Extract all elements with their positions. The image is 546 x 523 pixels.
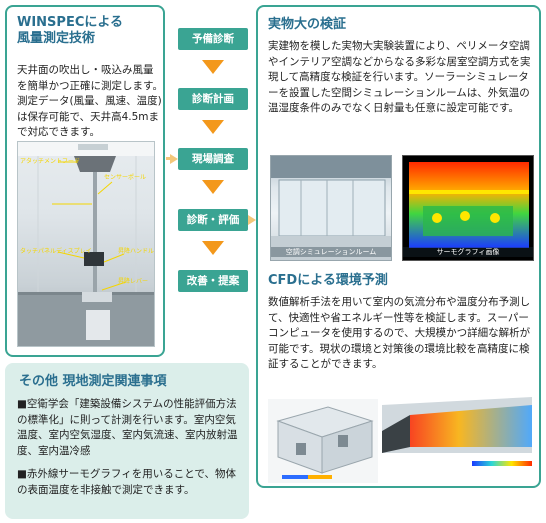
- thermography-caption: サーモグラフィ画像: [403, 247, 533, 257]
- thermography-illustration: [409, 162, 529, 248]
- flow-arrow-2: [202, 120, 224, 134]
- cfd-description: 数値解析手法を用いて室内の気流分布や温度分布予測して、快適性や省エネルギー性等を…: [268, 296, 531, 370]
- label-attachment-hood: アタッチメントフード: [20, 158, 81, 165]
- step-diagnosis-plan: 診断計画: [178, 88, 248, 110]
- flow-arrow-4: [202, 241, 224, 255]
- label-lift-lever: 昇降レバー: [118, 278, 149, 285]
- connector-left-line: [166, 157, 172, 160]
- step-site-survey: 現場調査: [178, 148, 248, 170]
- thermography-image: サーモグラフィ画像: [402, 155, 534, 261]
- label-sensor-pole: センサーポール: [104, 174, 147, 181]
- connector-left-arrow: [170, 154, 178, 164]
- simulation-room-photo: 空調シミュレーションルーム: [270, 155, 392, 261]
- verification-panel: 実物大の検証 実建物を模した実物大実験装置により、ペリメータ空調やインテリア空調…: [256, 5, 541, 488]
- flow-arrow-3: [202, 180, 224, 194]
- other-measurements-title: その他 現地測定関連事項: [19, 374, 167, 389]
- step-improvement-proposal: 改善・提案: [178, 270, 248, 292]
- winspec-device-illustration: [18, 142, 154, 346]
- label-lift-handle: 昇降ハンドル: [118, 248, 155, 255]
- simulation-room-caption: 空調シミュレーションルーム: [271, 247, 391, 257]
- winspec-panel: WINSPECによる 風量測定技術 天井面の吹出し・吸込み風量を簡単かつ正確に測…: [5, 5, 165, 357]
- cfd-airflow-result-illustration: [382, 391, 534, 483]
- cfd-room-model-illustration: [268, 399, 378, 483]
- winspec-description: 天井面の吹出し・吸込み風量を簡単かつ正確に測定します。測定データ(風量、風速、温…: [17, 64, 163, 138]
- connector-right-arrow: [248, 215, 256, 225]
- verification-title: 実物大の検証: [268, 17, 347, 32]
- thermography-bullet: ■赤外線サーモグラフィを用いることで、物体の表面温度を非接触で測定できます。: [17, 468, 236, 496]
- step-preliminary-diagnosis: 予備診断: [178, 28, 248, 50]
- label-touch-display: タッチパネルディスプレイ: [20, 248, 92, 255]
- cfd-title: CFDによる環境予測: [268, 273, 388, 288]
- standard-measurement-bullet: ■空衛学会「建築設備システムの性能評価方法の標準化」に則って計測を行います。室内…: [17, 398, 238, 457]
- flow-arrow-1: [202, 60, 224, 74]
- other-measurements-panel: その他 現地測定関連事項 ■空衛学会「建築設備システムの性能評価方法の標準化」に…: [5, 363, 249, 519]
- simulation-room-illustration: [271, 156, 391, 260]
- winspec-device-photo: アタッチメントフード センサーポール タッチパネルディスプレイ 昇降ハンドル 昇…: [17, 141, 155, 347]
- cfd-airflow-result-image: [382, 391, 534, 483]
- cfd-room-model-image: [268, 399, 378, 483]
- step-diagnosis-evaluation: 診断・評価: [178, 209, 248, 231]
- winspec-title: WINSPECによる 風量測定技術: [17, 15, 123, 46]
- verification-description: 実建物を模した実物大実験装置により、ペリメータ空調やインテリア空調などからなる多…: [268, 40, 531, 114]
